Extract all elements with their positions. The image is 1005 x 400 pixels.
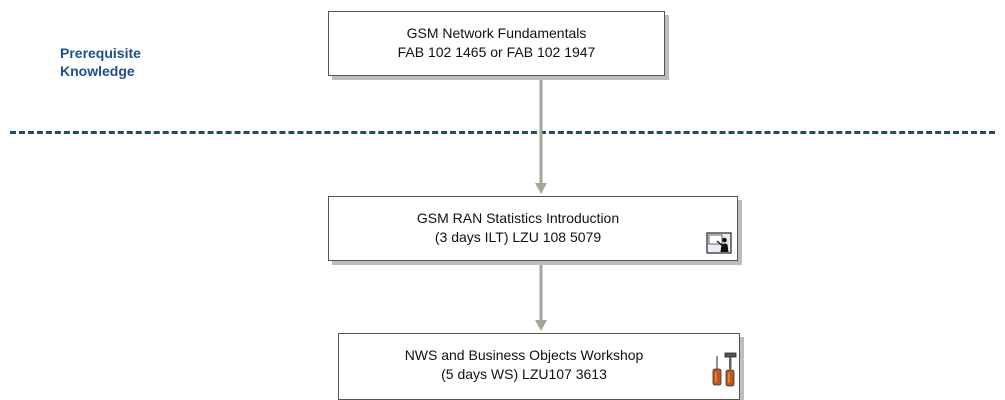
arrow-box1-to-box2 [535,77,547,194]
prerequisite-label-line1: Prerequisite [60,45,141,61]
course-code: (5 days WS) LZU107 3613 [441,366,607,382]
prerequisite-knowledge-label: Prerequisite Knowledge [60,44,200,80]
course-box-gsm-ran-statistics: GSM RAN Statistics Introduction (3 days … [328,196,738,261]
course-title: NWS and Business Objects Workshop [404,347,644,363]
course-title: GSM Network Fundamentals [406,25,587,41]
workshop-tools-icon [712,352,737,387]
arrow-box2-to-box3 [535,262,547,331]
course-box-nws-business-objects-workshop: NWS and Business Objects Workshop (5 day… [338,333,740,400]
course-box-gsm-network-fundamentals: GSM Network Fundamentals FAB 102 1465 or… [328,11,665,76]
course-code: FAB 102 1465 or FAB 102 1947 [397,44,596,60]
course-title: GSM RAN Statistics Introduction [416,210,620,226]
course-code: (3 days ILT) LZU 108 5079 [434,229,602,245]
prerequisite-label-line2: Knowledge [60,63,135,79]
prerequisite-divider [10,131,995,134]
instructor-led-training-icon [706,232,732,254]
